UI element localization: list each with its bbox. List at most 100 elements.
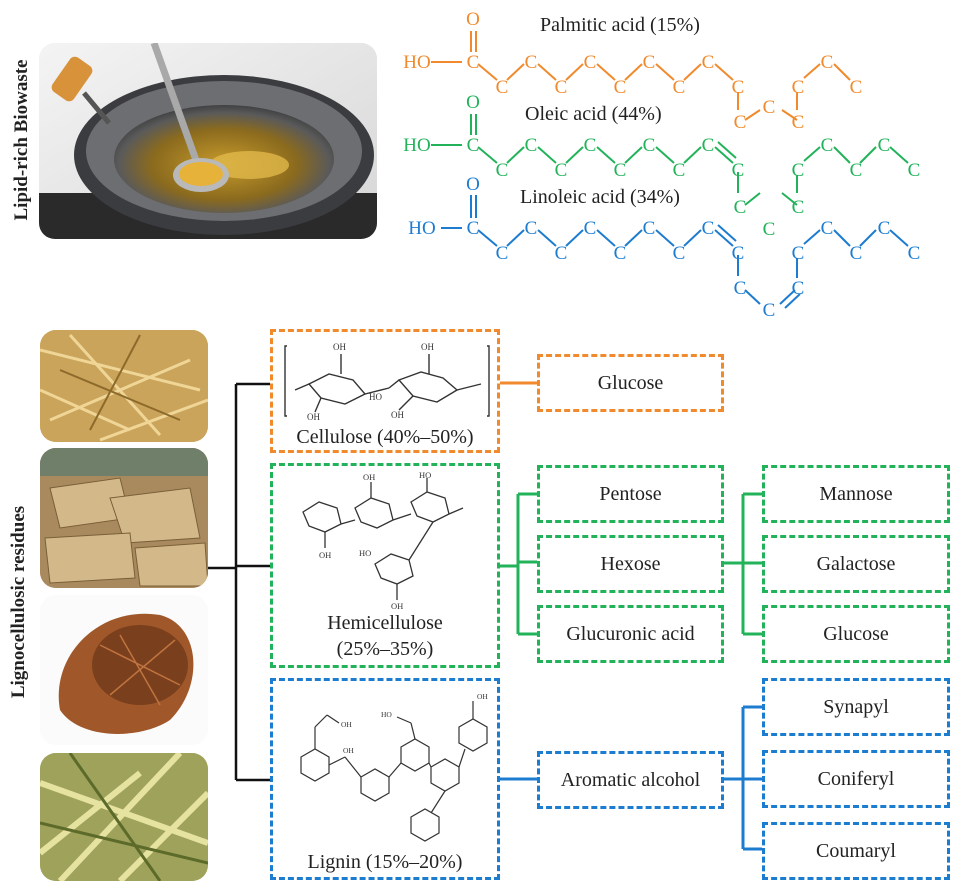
- frying-oil-wok-image: [39, 43, 377, 239]
- svg-text:C: C: [792, 77, 805, 98]
- lignin-label: Lignin (15%–20%): [307, 851, 463, 873]
- mannose-label: Mannose: [819, 483, 893, 505]
- svg-text:C: C: [614, 77, 627, 98]
- svg-text:C: C: [763, 300, 776, 321]
- svg-text:C: C: [467, 218, 480, 239]
- svg-text:C: C: [732, 160, 745, 181]
- aromatic-alcohol-label: Aromatic alcohol: [560, 769, 701, 791]
- svg-text:C: C: [643, 52, 656, 73]
- glucose-label: Glucose: [597, 372, 664, 394]
- straw-image: [40, 330, 208, 442]
- palmitic-acid-atoms: HO O C C C C C C C C C C C C C C C C: [403, 9, 862, 133]
- cellulose-label: Cellulose (40%–50%): [296, 426, 474, 448]
- svg-text:HO: HO: [419, 472, 431, 480]
- svg-text:OH: OH: [307, 412, 320, 420]
- svg-text:C: C: [792, 112, 805, 133]
- palmitic-acid-structure: [431, 31, 851, 121]
- svg-text:OH: OH: [477, 692, 488, 701]
- cellulose-box: OH OH OH OH HO Cellulose (40%–50%): [270, 329, 500, 453]
- oleic-acid-atoms: HO O C C C C C C C C C C C C C C C C C C: [403, 92, 920, 240]
- svg-text:C: C: [792, 278, 805, 299]
- svg-text:OH: OH: [363, 472, 375, 482]
- oleic-acid-structure: [431, 114, 909, 206]
- svg-text:C: C: [878, 218, 891, 239]
- svg-text:C: C: [467, 52, 480, 73]
- product-pentose: Pentose: [537, 465, 724, 523]
- svg-text:OH: OH: [333, 342, 346, 352]
- product-coniferyl: Coniferyl: [762, 750, 950, 808]
- cellulose-product-glucose: Glucose: [537, 354, 724, 412]
- linoleic-acid-atoms: HO O C C C C C C C C C C C C C C C C C C: [408, 174, 920, 321]
- svg-text:C: C: [850, 243, 863, 264]
- product-synapyl: Synapyl: [762, 678, 950, 736]
- product-coumaryl: Coumaryl: [762, 822, 950, 880]
- svg-text:C: C: [467, 135, 480, 156]
- svg-text:C: C: [584, 52, 597, 73]
- hemicellulose-label-line2: (25%–35%): [336, 638, 434, 660]
- svg-text:C: C: [584, 135, 597, 156]
- coumaryl-label: Coumaryl: [816, 840, 896, 862]
- svg-text:C: C: [821, 218, 834, 239]
- glucuronic-acid-label: Glucuronic acid: [566, 623, 695, 645]
- svg-text:C: C: [734, 278, 747, 299]
- svg-text:HO: HO: [359, 548, 371, 558]
- svg-text:C: C: [525, 135, 538, 156]
- svg-text:OH: OH: [319, 550, 331, 560]
- hexose-label: Hexose: [600, 553, 661, 575]
- svg-text:C: C: [496, 243, 509, 264]
- linoleic-acid-label: Linoleic acid (34%): [520, 186, 680, 208]
- oleic-acid-label: Oleic acid (44%): [525, 103, 662, 125]
- synapyl-label: Synapyl: [823, 696, 889, 718]
- product-mannose: Mannose: [762, 465, 950, 523]
- svg-text:C: C: [763, 97, 776, 118]
- glucose-hexose-label: Glucose: [823, 623, 889, 645]
- svg-text:C: C: [792, 243, 805, 264]
- palmitic-acid-label: Palmitic acid (15%): [540, 14, 700, 36]
- svg-text:C: C: [763, 219, 776, 240]
- lignin-box: OH OH HO OH Lignin (15%–20%): [270, 678, 500, 880]
- svg-text:O: O: [466, 174, 480, 195]
- cellulose-structure: OH OH OH OH HO: [284, 342, 490, 420]
- svg-text:C: C: [702, 52, 715, 73]
- cardboard-waste-image: [40, 448, 208, 588]
- galactose-label: Galactose: [816, 553, 896, 575]
- svg-text:C: C: [702, 135, 715, 156]
- svg-text:C: C: [850, 160, 863, 181]
- svg-text:OH: OH: [343, 746, 354, 755]
- svg-text:C: C: [732, 243, 745, 264]
- pentose-label: Pentose: [599, 483, 662, 505]
- svg-text:OH: OH: [391, 601, 403, 611]
- product-galactose: Galactose: [762, 535, 950, 593]
- svg-text:HO: HO: [369, 392, 382, 402]
- svg-text:C: C: [525, 218, 538, 239]
- coconut-husk-image: [40, 595, 208, 745]
- svg-text:HO: HO: [403, 135, 430, 156]
- product-hexose: Hexose: [537, 535, 724, 593]
- svg-text:O: O: [466, 92, 480, 113]
- svg-text:C: C: [908, 160, 921, 181]
- hemicellulose-structure: OH HO OH OH HO: [302, 472, 464, 611]
- hemicellulose-label-line1: Hemicellulose: [327, 612, 443, 634]
- svg-text:C: C: [821, 52, 834, 73]
- svg-text:C: C: [555, 77, 568, 98]
- svg-text:OH: OH: [421, 342, 434, 352]
- svg-text:C: C: [734, 197, 747, 218]
- svg-text:C: C: [792, 197, 805, 218]
- svg-text:C: C: [496, 77, 509, 98]
- svg-text:OH: OH: [391, 410, 404, 420]
- svg-text:C: C: [734, 112, 747, 133]
- svg-text:C: C: [908, 243, 921, 264]
- svg-text:C: C: [850, 77, 863, 98]
- product-aromatic-alcohol: Aromatic alcohol: [537, 751, 724, 809]
- svg-text:HO: HO: [408, 218, 435, 239]
- svg-text:C: C: [496, 160, 509, 181]
- svg-text:C: C: [878, 135, 891, 156]
- product-glucuronic-acid: Glucuronic acid: [537, 605, 724, 663]
- svg-text:C: C: [584, 218, 597, 239]
- svg-text:C: C: [702, 218, 715, 239]
- svg-text:C: C: [614, 243, 627, 264]
- lignin-structure: OH OH HO OH: [300, 692, 488, 842]
- svg-text:O: O: [466, 9, 480, 30]
- svg-text:HO: HO: [381, 710, 392, 719]
